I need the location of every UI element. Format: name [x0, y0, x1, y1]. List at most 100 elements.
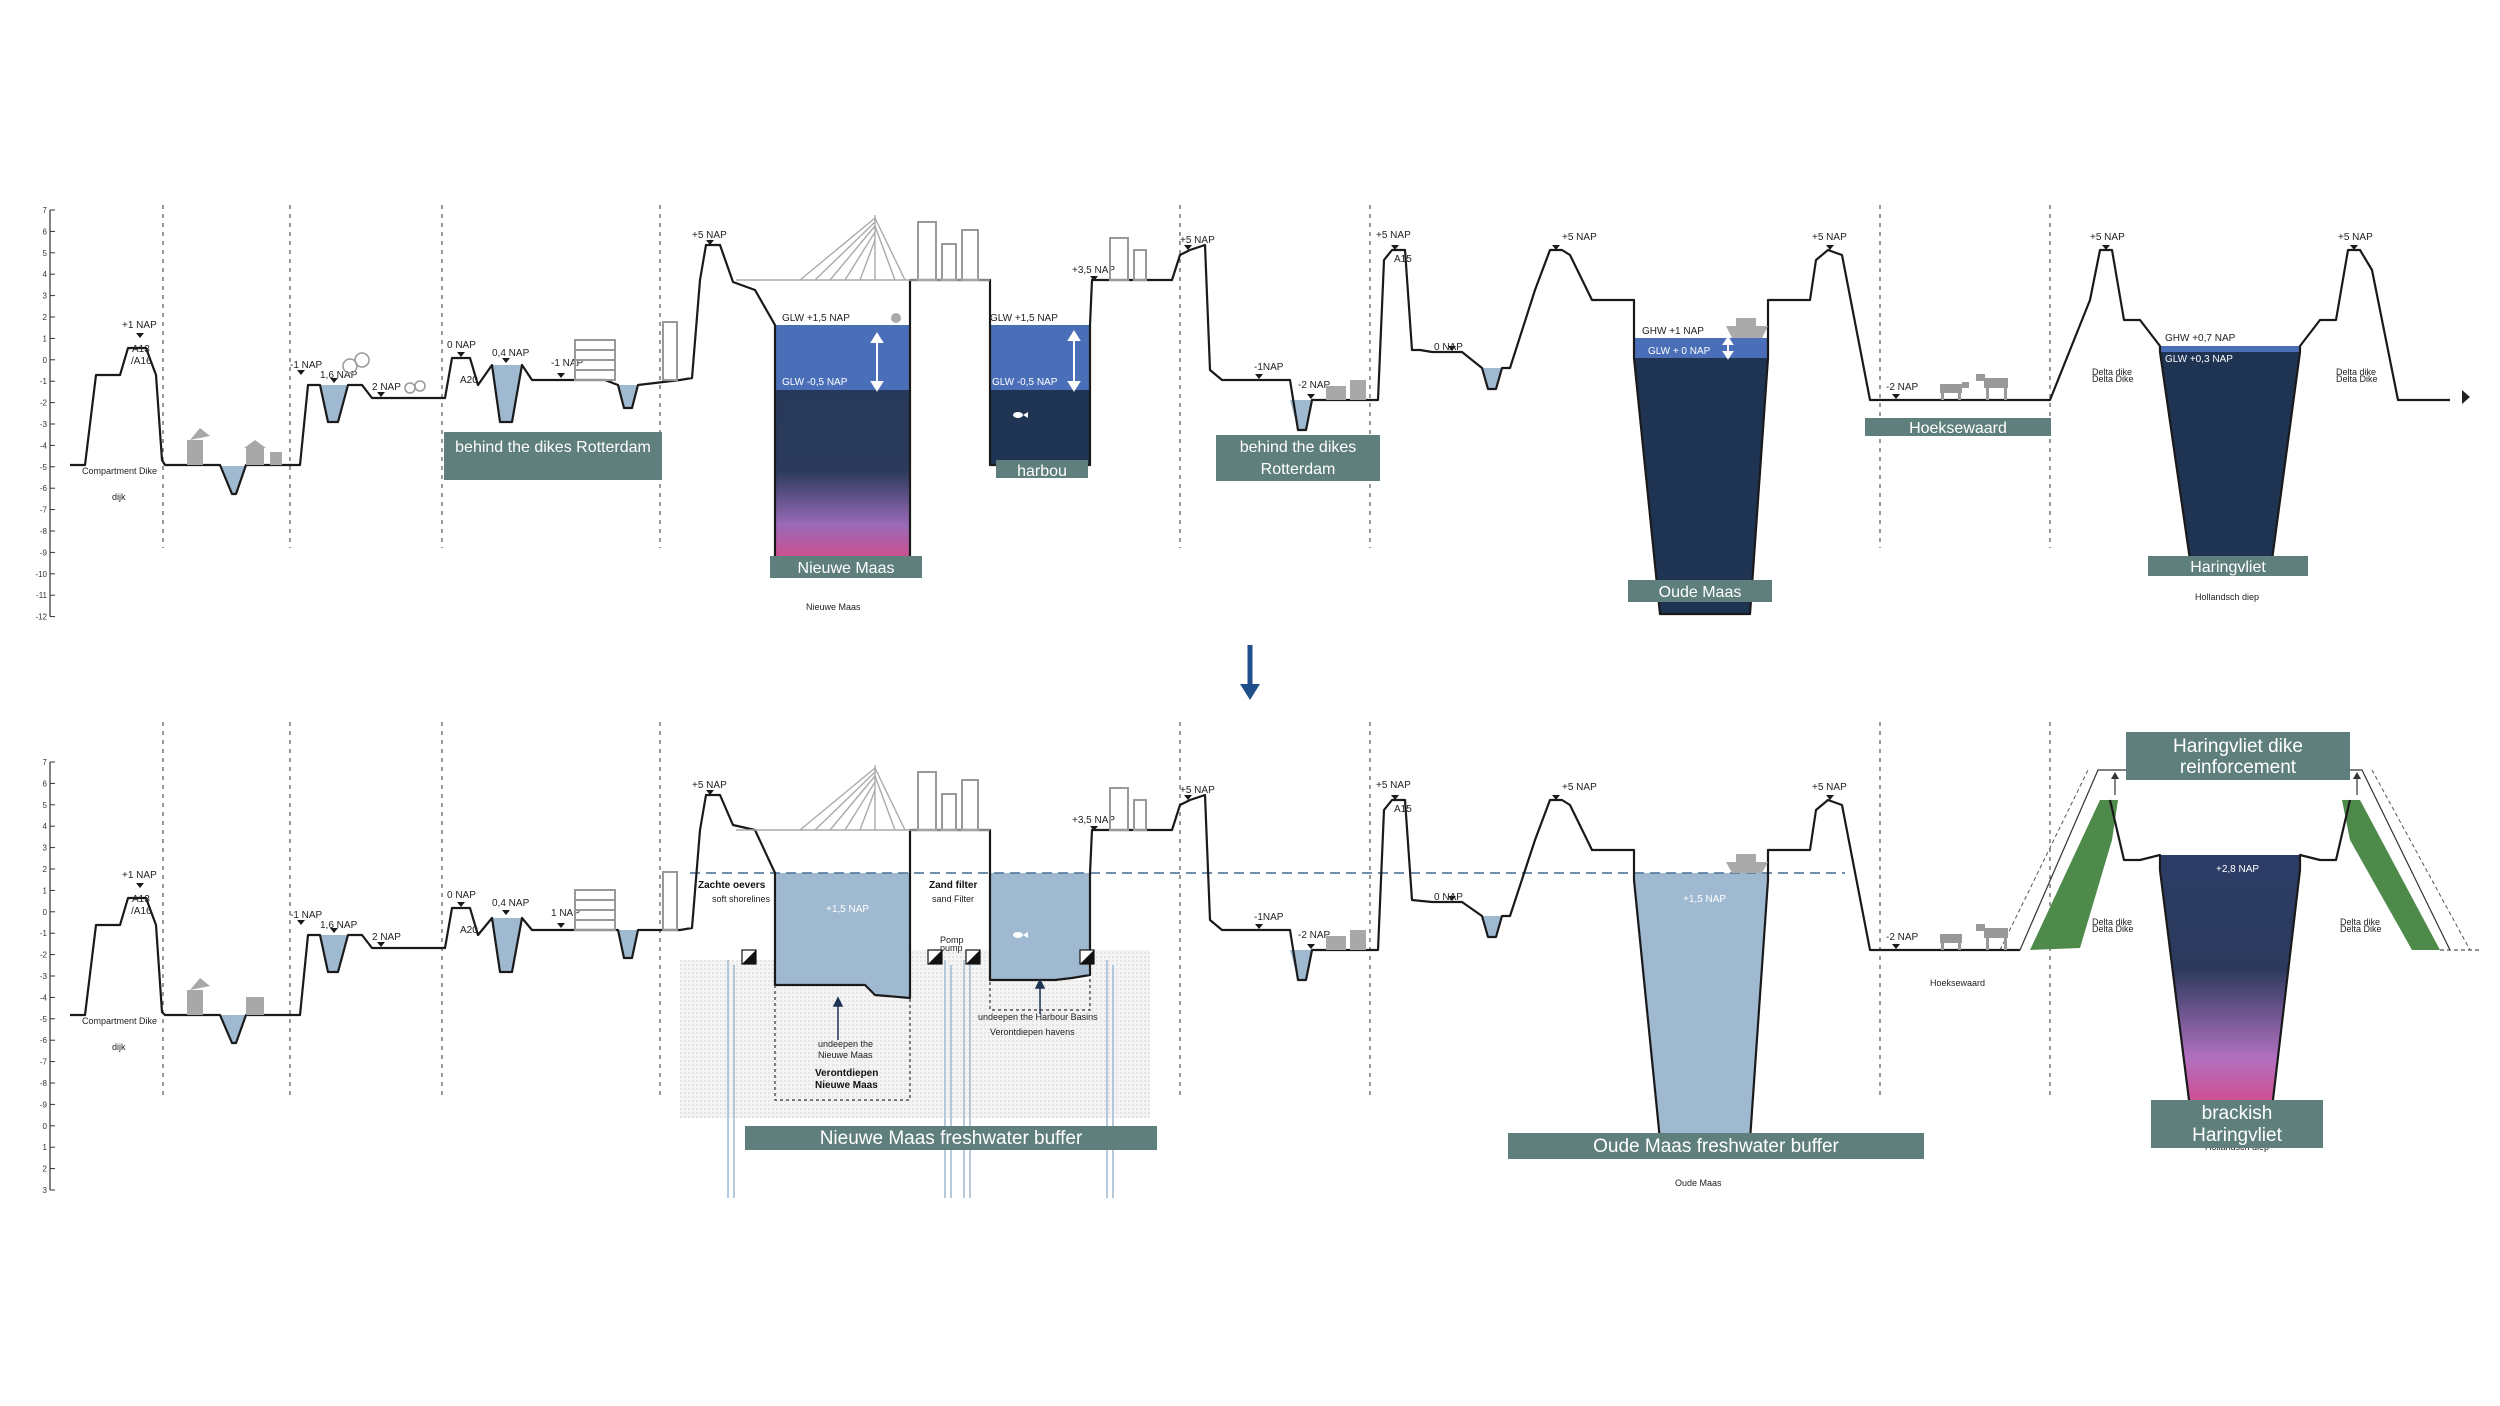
- axis-tick-label: -9: [40, 1100, 48, 1109]
- svg-text:dijk: dijk: [112, 1042, 126, 1052]
- axis-tick-label: -3: [40, 972, 48, 981]
- axis-tick-label: 4: [43, 270, 48, 279]
- nap-markers-bottom: [136, 790, 1900, 949]
- label-haringvliet-reinforcement-1: Haringvliet dike: [2173, 736, 2303, 757]
- tree-icon: [342, 352, 426, 394]
- label-oude-maas-buffer: Oude Maas freshwater buffer: [1593, 1136, 1839, 1157]
- axis-tick-label: 1: [43, 1143, 48, 1152]
- svg-text:A20: A20: [460, 925, 478, 936]
- axis-tick-label: -8: [40, 527, 48, 536]
- svg-text:Delta Dike: Delta Dike: [2336, 374, 2378, 384]
- svg-text:soft shorelines: soft shorelines: [712, 894, 771, 904]
- svg-text:dijk: dijk: [112, 492, 126, 502]
- svg-text:0 NAP: 0 NAP: [1434, 892, 1463, 903]
- svg-text:Delta dike: Delta dike: [2340, 917, 2380, 927]
- axis-tick-label: -3: [40, 420, 48, 429]
- label-haringvliet-top: Haringvliet: [2190, 559, 2266, 576]
- svg-text:+5 NAP: +5 NAP: [692, 230, 727, 241]
- ship-icon: [1726, 854, 1768, 873]
- axis-tick-label: -12: [35, 613, 47, 622]
- svg-text:+5 NAP: +5 NAP: [1180, 235, 1215, 246]
- axis-tick-label: 3: [43, 292, 48, 301]
- svg-text:GLW +1,5 NAP: GLW +1,5 NAP: [782, 313, 850, 324]
- nieuwe-maas-buffer-water: [775, 873, 910, 998]
- label-behind-dikes-1: behind the dikes Rotterdam: [455, 439, 651, 456]
- svg-text:+3,5 NAP: +3,5 NAP: [1072, 815, 1115, 826]
- svg-text:+5 NAP: +5 NAP: [1812, 232, 1847, 243]
- axis-tick-label: 3: [43, 844, 48, 853]
- axis-tick-label: -6: [40, 1036, 48, 1045]
- svg-text:2 NAP: 2 NAP: [372, 932, 401, 943]
- svg-text:GHW +0,7 NAP: GHW +0,7 NAP: [2165, 333, 2236, 344]
- svg-text:Zand filter: Zand filter: [929, 880, 977, 891]
- svg-text:2 NAP: 2 NAP: [372, 382, 401, 393]
- label-behind-dikes-2a: behind the dikes: [1240, 439, 1357, 456]
- nap-labels-top: +1 NAP -1 NAP 1,6 NAP 2 NAP 0 NAP 0,4 NA…: [122, 230, 2373, 393]
- haringvliet-water-top: [2160, 346, 2300, 560]
- svg-text:0 NAP: 0 NAP: [1434, 342, 1463, 353]
- axis-tick-label: 2: [43, 1165, 48, 1174]
- svg-text:Oude Maas: Oude Maas: [1675, 1178, 1722, 1188]
- road-labels-top: A13 /A16 A20 A15 Compartment Dike dijk D…: [82, 254, 2378, 612]
- svg-text:+5 NAP: +5 NAP: [1812, 782, 1847, 793]
- label-behind-dikes-2b: Rotterdam: [1261, 461, 1336, 478]
- svg-text:+1,5 NAP: +1,5 NAP: [826, 904, 869, 915]
- svg-text:A15: A15: [1394, 254, 1412, 265]
- label-boxes-top: behind the dikes Rotterdam harbou Nieuwe…: [444, 418, 2308, 602]
- svg-text:GLW +1,5 NAP: GLW +1,5 NAP: [990, 313, 1058, 324]
- svg-text:undeepen the Harbour Basins: undeepen the Harbour Basins: [978, 1012, 1098, 1022]
- bridge-icon: [736, 765, 990, 831]
- nieuwe-maas-water-top: [775, 325, 910, 390]
- axis-tick-label: -7: [40, 506, 48, 515]
- fish-icon: [1013, 932, 1028, 938]
- axis-tick-label: -8: [40, 1079, 48, 1088]
- pump-icon: [741, 949, 1095, 965]
- label-haringvliet-reinforcement-2: reinforcement: [2180, 757, 2297, 778]
- svg-text:GLW +0,3 NAP: GLW +0,3 NAP: [2165, 354, 2233, 365]
- svg-text:Delta dike: Delta dike: [2336, 367, 2376, 377]
- axis-tick-label: 6: [43, 227, 48, 236]
- axis-tick-label: 3: [43, 1186, 48, 1195]
- tidal-arrows-top: [870, 330, 1734, 392]
- fish-icon: [1013, 412, 1028, 418]
- svg-text:Hoeksewaard: Hoeksewaard: [1930, 978, 1985, 988]
- svg-text:+2,8 NAP: +2,8 NAP: [2216, 864, 2259, 875]
- svg-text:A13: A13: [132, 894, 150, 905]
- svg-text:Verontdiepen: Verontdiepen: [815, 1068, 878, 1079]
- svg-text:GLW + 0 NAP: GLW + 0 NAP: [1648, 346, 1711, 357]
- svg-text:Zachte oevers: Zachte oevers: [698, 880, 766, 891]
- axis-tick-label: 1: [43, 886, 48, 895]
- axis-tick-label: -9: [40, 548, 48, 557]
- svg-text:-1 NAP: -1 NAP: [290, 360, 323, 371]
- svg-text:Compartment Dike: Compartment Dike: [82, 466, 157, 476]
- svg-text:0,4 NAP: 0,4 NAP: [492, 348, 530, 359]
- oude-maas-buffer-water: [1634, 873, 1768, 1140]
- label-brackish-2: Haringvliet: [2192, 1125, 2282, 1146]
- svg-text:Nieuwe Maas: Nieuwe Maas: [806, 602, 861, 612]
- svg-text:0 NAP: 0 NAP: [447, 890, 476, 901]
- svg-text:+5 NAP: +5 NAP: [1376, 780, 1411, 791]
- svg-text:GHW +1 NAP: GHW +1 NAP: [1642, 326, 1704, 337]
- svg-text:A20: A20: [460, 375, 478, 386]
- axis-tick-label: 2: [43, 865, 48, 874]
- svg-text:-1NAP: -1NAP: [1254, 912, 1284, 923]
- axis-tick-label: -6: [40, 484, 48, 493]
- svg-text:-2 NAP: -2 NAP: [1298, 930, 1331, 941]
- svg-text:Verontdiepen havens: Verontdiepen havens: [990, 1027, 1075, 1037]
- svg-text:0,4 NAP: 0,4 NAP: [492, 898, 530, 909]
- svg-text:-1NAP: -1NAP: [1254, 362, 1284, 373]
- svg-text:-1 NAP: -1 NAP: [551, 358, 584, 369]
- svg-text:+1 NAP: +1 NAP: [122, 870, 157, 881]
- svg-text:-2 NAP: -2 NAP: [1886, 382, 1919, 393]
- bridge-icon: [736, 215, 990, 281]
- label-brackish-1: brackish: [2202, 1103, 2273, 1124]
- axis-tick-label: -7: [40, 1058, 48, 1067]
- svg-text:+1 NAP: +1 NAP: [122, 320, 157, 331]
- axis-tick-label: -2: [40, 951, 48, 960]
- undeepen-arrows: [832, 978, 1046, 1040]
- axis-tick-label: 7: [43, 758, 48, 767]
- svg-text:+5 NAP: +5 NAP: [2090, 232, 2125, 243]
- haringvliet-brackish-water: [2160, 855, 2300, 1108]
